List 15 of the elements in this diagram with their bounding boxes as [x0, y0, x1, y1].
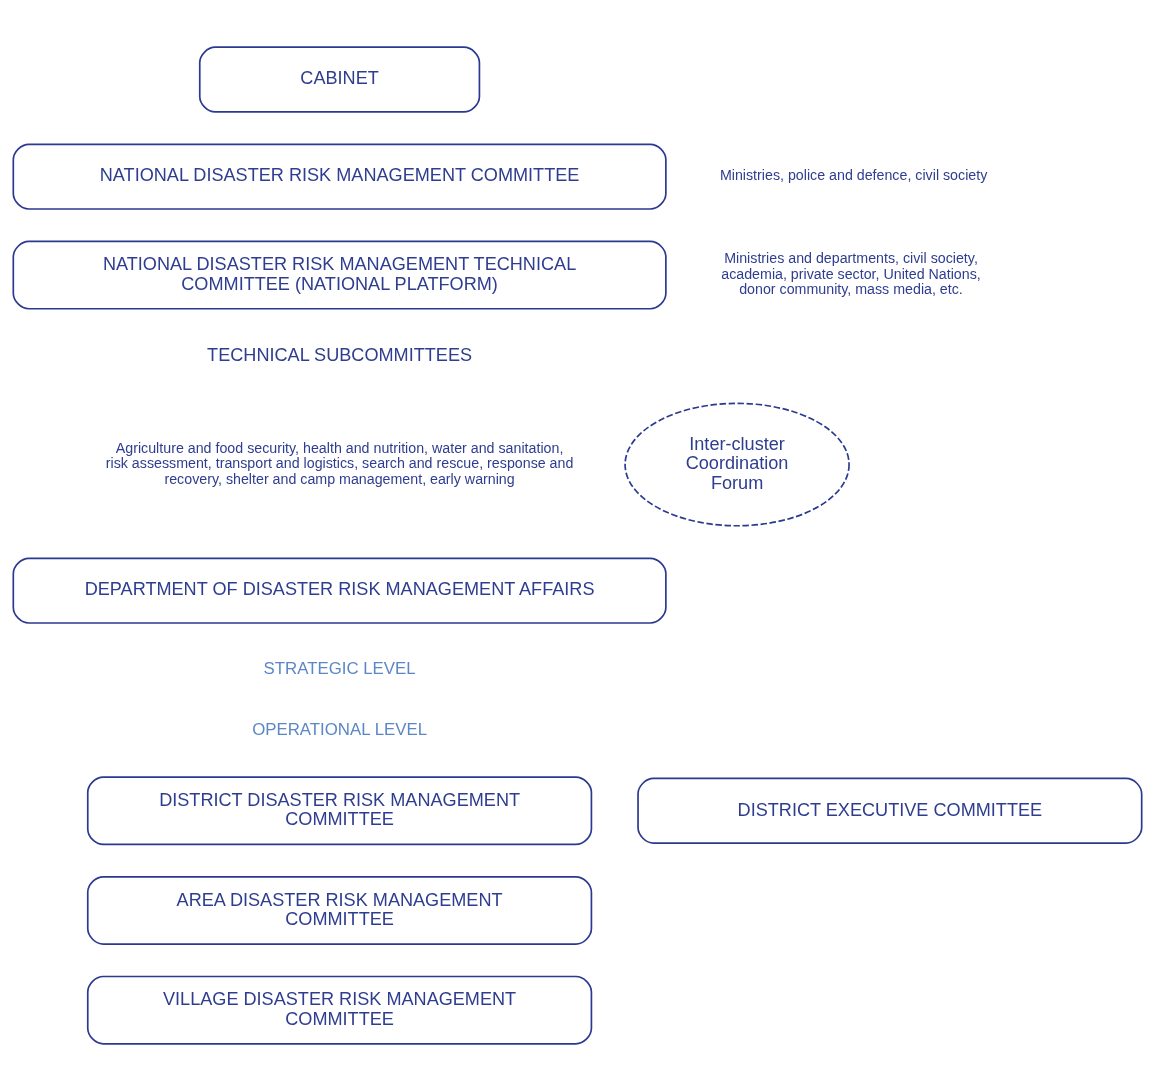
node-box: DISTRICT DISASTER RISK MANAGEMENT COMMITTEE [86, 775, 593, 845]
node-box: VILLAGE DISASTER RISK MANAGEMENT COMMITTEE [86, 975, 593, 1045]
node-box: NATIONAL DISASTER RISK MANAGEMENT COMMITTEE [12, 142, 667, 210]
node-box: CABINET [198, 45, 481, 113]
label: Agriculture and food security, health and nutrition, water and sanitation, risk assessment, transport and logistics, search and rescue, response and recovery, shelter and camp management, early warning [105, 439, 574, 487]
node-ellipse: Inter-cluster Coordination Forum [624, 402, 850, 527]
node-box: DISTRICT EXECUTIVE COMMITTEE [637, 777, 1143, 844]
label: TECHNICAL SUBCOMMITTEES [207, 344, 473, 365]
node-box: AREA DISASTER RISK MANAGEMENT COMMITTEE [86, 875, 593, 945]
node-box: DEPARTMENT OF DISASTER RISK MANAGEMENT AFFAIRS [12, 556, 667, 624]
node-label: Ministries and departments, civil society, academia, private sector, United Nations, donor community, mass media, etc. [721, 249, 981, 297]
node-box: NATIONAL DISASTER RISK MANAGEMENT TECHNICAL COMMITTEE (NATIONAL PLATFORM) [12, 240, 667, 310]
label: OPERATIONAL LEVEL [252, 719, 428, 739]
label: STRATEGIC LEVEL [263, 658, 416, 678]
node-label: Ministries, police and defence, civil society [719, 166, 988, 183]
